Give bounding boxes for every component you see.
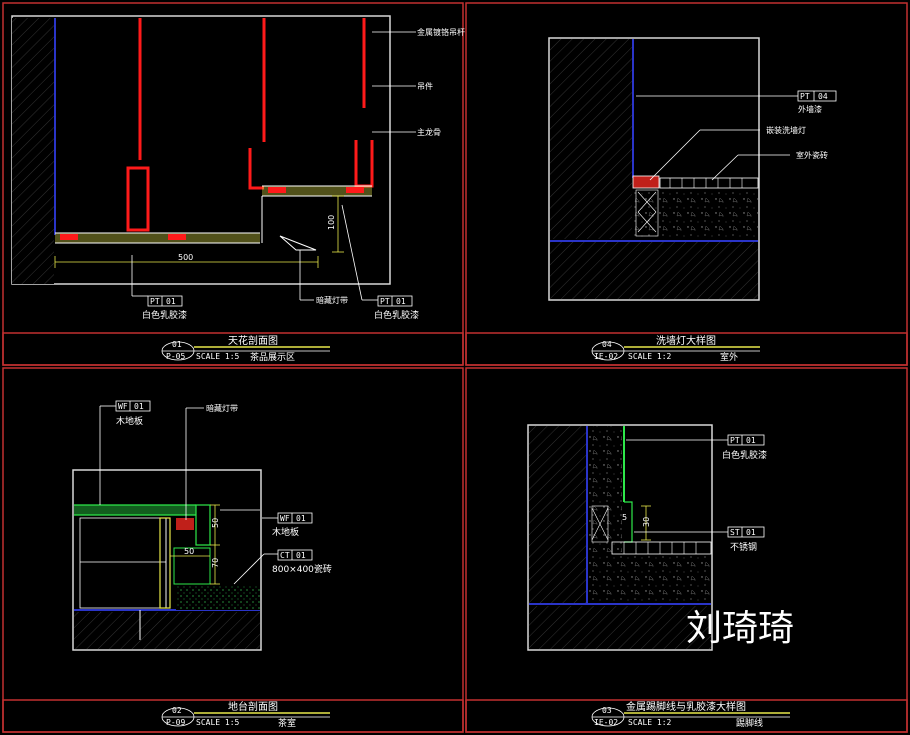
dim-b: 30 — [642, 517, 651, 527]
dim-height: 100 — [327, 215, 336, 230]
tag-num: 01 — [134, 402, 144, 411]
title-area: 茶室 — [278, 717, 296, 729]
tag-name: 800×400瓷砖 — [272, 563, 332, 575]
tag-num: 01 — [746, 436, 756, 445]
title-number: 01 — [172, 340, 182, 349]
panel-wall-washer: PT 04 外墙漆 嵌装洗墙灯 室外瓷砖 04 IE-02 洗墙灯大样图 SCA… — [548, 37, 837, 363]
dim-c: 70 — [211, 558, 220, 568]
dim-width: 500 — [178, 253, 193, 262]
panel-platform-section: 50 70 50 WF 01 木地板 暗藏灯带 WF 01 木地板 CT 01 … — [72, 400, 332, 729]
tag-name: 木地板 — [116, 415, 143, 427]
title-scale: SCALE 1:2 — [628, 718, 672, 727]
tag-num: 01 — [166, 297, 176, 306]
callout-wall-washer: 嵌装洗墙灯 — [766, 125, 806, 135]
dim-b: 50 — [184, 547, 194, 556]
panel-metal-skirting: 5 30 PT 01 白色乳胶漆 ST 01 不锈钢 刘琦琦 03 IE-02 … — [527, 424, 794, 729]
tag-name: 白色乳胶漆 — [722, 449, 767, 461]
tag-num: 01 — [396, 297, 406, 306]
tag-name: 白色乳胶漆 — [374, 309, 419, 321]
callout-light-strip: 暗藏灯带 — [206, 403, 238, 413]
title-number: 04 — [602, 340, 612, 349]
tag-code: ST — [730, 528, 740, 537]
title-name: 洗墙灯大样图 — [656, 334, 716, 347]
title-area: 茶品展示区 — [250, 351, 295, 363]
title-name: 天花剖面图 — [228, 334, 278, 347]
title-area: 室外 — [720, 351, 738, 363]
tag-code: PT — [800, 92, 810, 101]
tag-num: 01 — [296, 551, 306, 560]
callout-light-strip: 暗藏灯带 — [316, 295, 348, 305]
title-area: 踢脚线 — [736, 717, 763, 729]
tag-code: PT — [150, 297, 160, 306]
title-sheet: IE-02 — [594, 718, 618, 727]
tag-name: 木地板 — [272, 526, 299, 538]
callout-hanger: 吊件 — [417, 81, 433, 91]
tag-code: PT — [730, 436, 740, 445]
callout-main-keel: 主龙骨 — [417, 127, 441, 137]
tag-name: 外墙漆 — [798, 104, 822, 114]
tag-num: 04 — [818, 92, 828, 101]
title-scale: SCALE 1:5 — [196, 352, 240, 361]
title-name: 地台剖面图 — [228, 700, 278, 713]
title-scale: SCALE 1:5 — [196, 718, 240, 727]
watermark-text: 刘琦琦 — [686, 608, 794, 649]
title-scale: SCALE 1:2 — [628, 352, 672, 361]
tag-num: 01 — [746, 528, 756, 537]
tag-code: PT — [380, 297, 390, 306]
title-sheet: IE-02 — [594, 352, 618, 361]
tag-name: 白色乳胶漆 — [142, 309, 187, 321]
tag-code: WF — [280, 514, 290, 523]
tag-num: 01 — [296, 514, 306, 523]
title-sheet: P-05 — [166, 352, 185, 361]
tag-name: 不锈钢 — [730, 541, 757, 553]
title-sheet: P-09 — [166, 718, 185, 727]
title-name: 金属踢脚线与乳胶漆大样图 — [626, 700, 746, 713]
callout-exterior-tile: 室外瓷砖 — [796, 150, 828, 160]
title-number: 02 — [172, 706, 182, 715]
callout-hanger-rod: 金属镀铬吊杆 — [417, 27, 465, 37]
title-number: 03 — [602, 706, 612, 715]
panel-ceiling-section: 500 100 金属镀铬吊杆 吊件 主龙骨 暗藏灯带 PT 01 白色乳胶漆 P… — [11, 15, 465, 363]
dim-a: 50 — [211, 518, 220, 528]
dim-a: 5 — [622, 513, 627, 522]
tag-code: WF — [118, 402, 128, 411]
tag-code: CT — [280, 551, 290, 560]
